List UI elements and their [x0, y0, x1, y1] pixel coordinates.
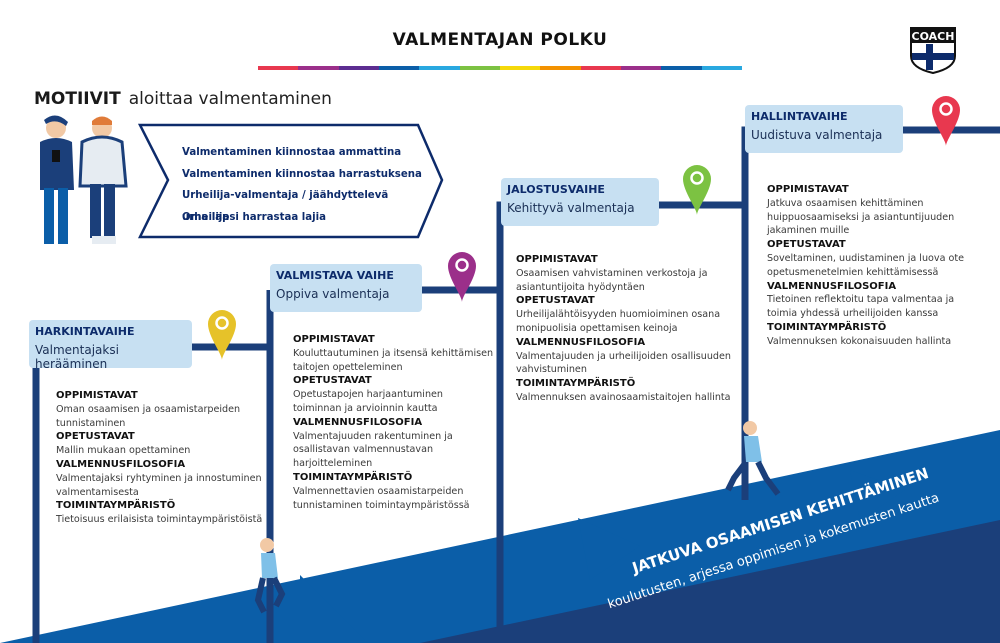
- section-heading: TOIMINTAYMPÄRISTÖ: [516, 378, 636, 390]
- section-heading: OPPIMISTAVAT: [293, 334, 375, 345]
- section-heading: VALMENNUSFILOSOFIA: [516, 336, 646, 348]
- section-text: vahvistuminen: [516, 364, 587, 376]
- rainbow-segment: [338, 66, 379, 70]
- page-title: VALMENTAJAN POLKU: [392, 30, 608, 50]
- stage-name: HARKINTAVAIHE: [35, 325, 135, 338]
- rainbow-segment: [701, 66, 742, 70]
- section-text: Mallin mukaan opettaminen: [56, 445, 191, 457]
- motivit-subtitle: aloittaa valmentaminen: [128, 89, 332, 109]
- section-heading: TOIMINTAYMPÄRISTÖ: [293, 471, 413, 483]
- section-text: Opetustapojen harjaantuminen: [293, 389, 444, 401]
- stage-name: JALOSTUSVAIHE: [507, 183, 605, 196]
- section-text: opetusmenetelmien kehittämisessä: [767, 266, 939, 278]
- section-text: Tietoisuus erilaisista toimintaympäristö…: [56, 514, 263, 526]
- rainbow-segment: [378, 66, 420, 70]
- stage-valmistava-vaihe: VALMISTAVA VAIHE Oppiva valmentaja: [270, 264, 422, 312]
- section-heading: OPETUSTAVAT: [56, 431, 135, 443]
- section-text: jakaminen muille: [767, 225, 850, 237]
- motivit-item: Valmentaminen kiinnostaa ammattina: [182, 147, 402, 158]
- stage-subtitle: Uudistuva valmentaja: [751, 128, 883, 142]
- section-text: taitojen opetteleminen: [293, 361, 403, 373]
- ribbon-arrow-3: [850, 470, 905, 520]
- section-heading: TOIMINTAYMPÄRISTÖ: [56, 500, 176, 512]
- motivit-item: Urheilija-valmentaja / jäähdyttelevä urh…: [182, 190, 389, 223]
- rainbow-divider: [258, 66, 742, 70]
- stage-1-content: OPPIMISTAVAT Oman osaamisen ja osaamista…: [56, 389, 266, 527]
- section-text: Tietoinen reflektoitu tapa valmentaa ja: [767, 294, 955, 306]
- section-text: Valmentajuuden ja urheilijoiden osallisu…: [516, 350, 732, 362]
- section-text: monipuolisia opettamisen keinoja: [516, 322, 678, 334]
- stage-subtitle: Kehittyvä valmentaja: [507, 201, 635, 215]
- section-heading: TOIMINTAYMPÄRISTÖ: [767, 321, 887, 333]
- motivit-item: Valmentaminen kiinnostaa harrastuksena: [182, 168, 422, 180]
- section-text: Valmennuksen avainosaamistaitojen hallin…: [516, 391, 731, 403]
- section-heading: OPPIMISTAVAT: [516, 254, 598, 265]
- section-text: asiantuntijoita hyödyntäen: [516, 281, 645, 293]
- section-text: toimia yhdessä urheilijoiden kanssa: [767, 308, 939, 320]
- motivit-title: MOTIIVIT: [34, 89, 121, 109]
- runner-right-icon: [725, 421, 781, 496]
- runner-left-icon: [254, 538, 286, 614]
- section-text: valmentamisesta: [56, 486, 139, 498]
- rainbow-segment: [459, 66, 500, 70]
- section-text: Urheilijalähtöisyyden huomioiminen osana: [516, 309, 721, 321]
- motivit-heading: MOTIIVIT aloittaa valmentaminen: [34, 89, 332, 109]
- coach-logo: COACH: [910, 27, 956, 74]
- coach-figures-icon: [40, 115, 128, 244]
- motivit-item: Oma lapsi harrastaa lajia: [182, 211, 326, 223]
- stage-4-content: OPPIMISTAVAT Jatkuva osaamisen kehittämi…: [767, 183, 995, 349]
- rainbow-segment: [620, 66, 662, 70]
- stage-subtitle: Oppiva valmentaja: [276, 287, 390, 301]
- section-text: toiminnan ja arvioinnin kautta: [293, 402, 438, 414]
- motivit-chevron: [137, 123, 444, 239]
- section-text: Valmentajuuden rakentuminen ja: [293, 430, 453, 442]
- stage-harkintavaihe: HARKINTAVAIHE Valmentajaksi herääminen: [29, 320, 192, 371]
- rainbow-segment: [580, 66, 621, 70]
- stage-3-content: OPPIMISTAVAT Osaamisen vahvistaminen ver…: [516, 253, 741, 405]
- section-text: Oman osaamisen ja osaamistarpeiden: [56, 403, 241, 415]
- section-heading: OPETUSTAVAT: [516, 295, 595, 307]
- rainbow-segment: [298, 66, 339, 70]
- section-text: osallistavan valmennustavan: [293, 444, 434, 456]
- pin-green-icon: [683, 165, 711, 215]
- section-text: Valmennettavien osaamistarpeiden: [293, 485, 464, 497]
- section-heading: OPPIMISTAVAT: [56, 390, 138, 401]
- pin-red-icon: [932, 96, 960, 146]
- section-heading: OPETUSTAVAT: [293, 375, 372, 387]
- section-text: tunnistaminen toimintaympäristössä: [293, 499, 470, 511]
- stage-name: VALMISTAVA VAIHE: [276, 269, 394, 282]
- section-heading: OPETUSTAVAT: [767, 239, 846, 251]
- rainbow-segment: [661, 66, 702, 70]
- section-text: Kouluttautuminen ja itsensä kehittämisen: [293, 347, 494, 359]
- rainbow-segment: [419, 66, 460, 70]
- section-text: tunnistaminen: [56, 417, 126, 429]
- stage-hallintavaihe: HALLINTAVAIHE Uudistuva valmentaja: [745, 105, 903, 153]
- rainbow-segment: [540, 66, 581, 70]
- ribbon-arrow-1: [300, 575, 365, 643]
- section-heading: VALMENNUSFILOSOFIA: [767, 280, 897, 292]
- section-heading: OPPIMISTAVAT: [767, 184, 849, 195]
- section-text: Soveltaminen, uudistaminen ja luova ote: [767, 252, 965, 264]
- stage-subtitle: Valmentajaksi herääminen: [35, 343, 119, 371]
- section-text: huippuosaamiseksi ja asiantuntijuuden: [767, 211, 955, 223]
- pin-purple-icon: [448, 252, 476, 302]
- stage-name: HALLINTAVAIHE: [751, 110, 848, 123]
- section-heading: VALMENNUSFILOSOFIA: [293, 416, 423, 428]
- section-text: Valmennuksen kokonaisuuden hallinta: [767, 335, 952, 347]
- motivit-list: Valmentaminen kiinnostaa ammattina Valme…: [182, 142, 422, 228]
- rainbow-segment: [258, 66, 299, 70]
- section-heading: VALMENNUSFILOSOFIA: [56, 458, 186, 470]
- section-text: Valmentajaksi ryhtyminen ja innostuminen: [56, 472, 262, 484]
- logo-text: COACH: [912, 30, 955, 43]
- ribbon-arrow-2: [578, 518, 640, 580]
- rainbow-segment: [499, 66, 541, 70]
- section-text: Osaamisen vahvistaminen verkostoja ja: [516, 267, 708, 279]
- section-text: Jatkuva osaamisen kehittäminen: [767, 197, 924, 209]
- pin-yellow-icon: [208, 310, 236, 360]
- stage-2-content: OPPIMISTAVAT Kouluttautuminen ja itsensä…: [293, 333, 498, 512]
- stage-jalostusvaihe: JALOSTUSVAIHE Kehittyvä valmentaja: [501, 178, 659, 226]
- section-text: harjoitteleminen: [293, 458, 373, 470]
